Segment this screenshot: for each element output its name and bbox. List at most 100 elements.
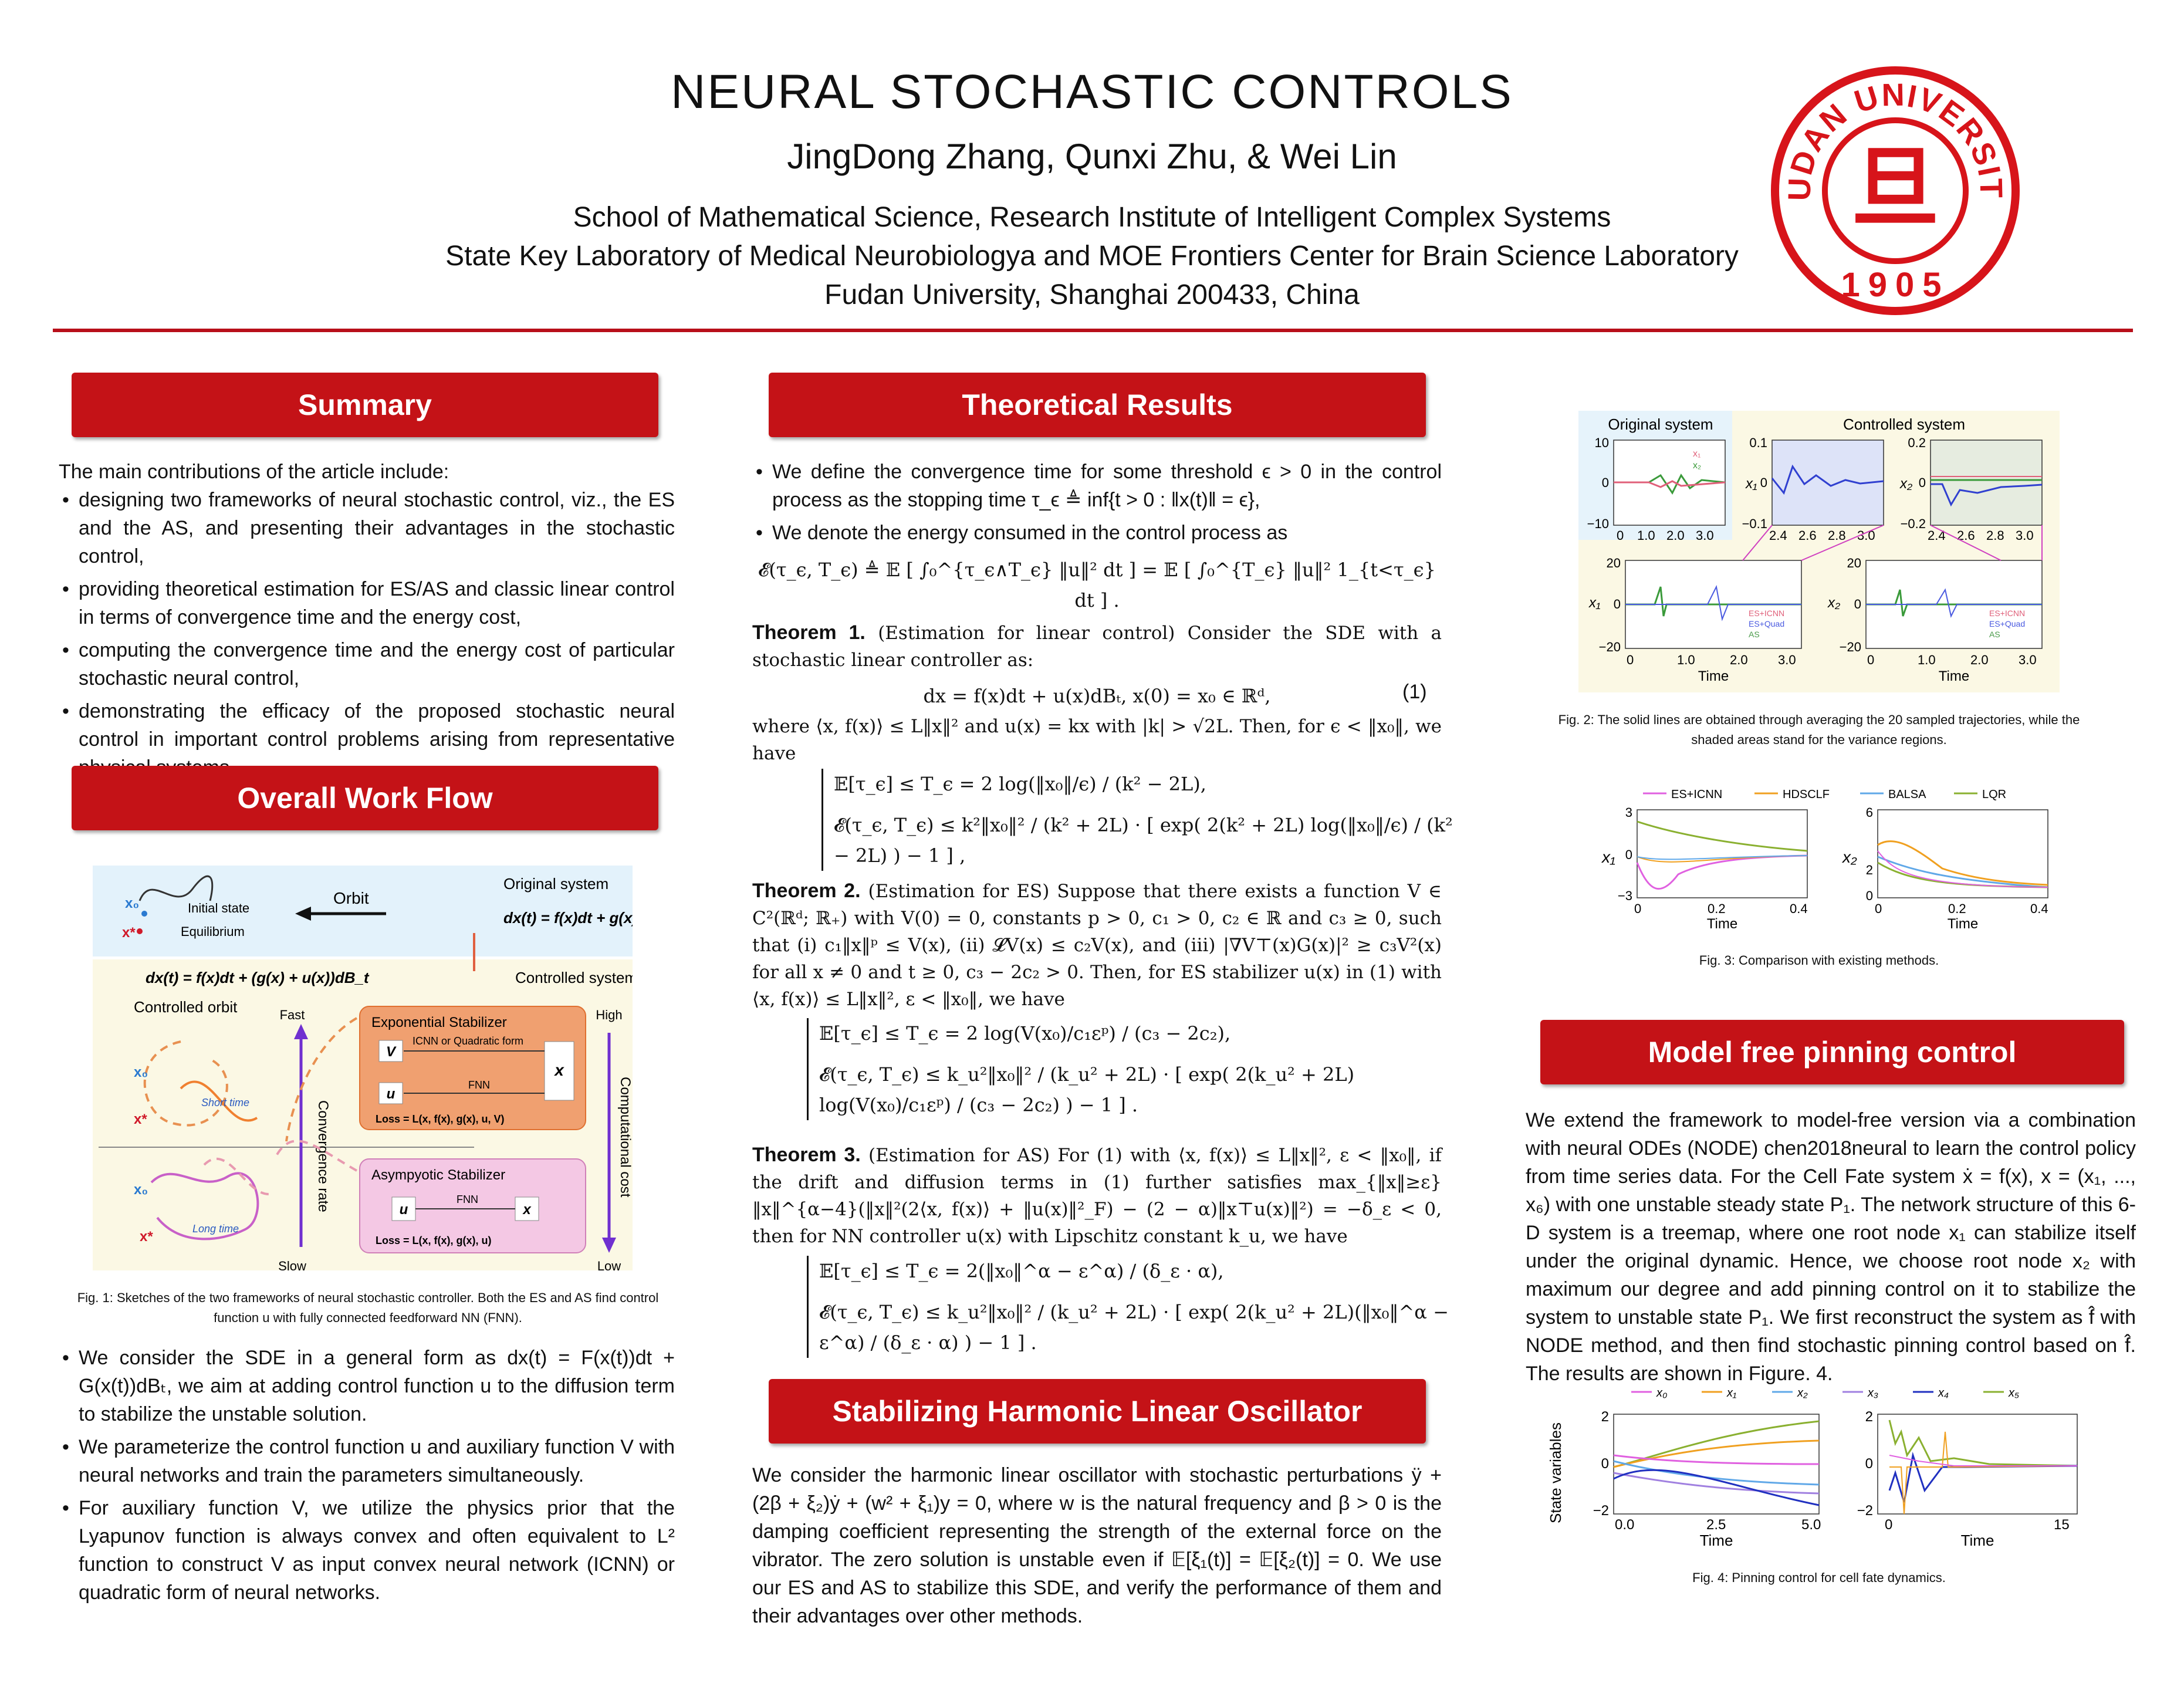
thm2-results: 𝔼[τ_ϵ] ≤ T_ϵ = 2 log(V(x₀)/c₁εᵖ) / (c₃ −… xyxy=(807,1018,1456,1120)
thm1-text: (Estimation for linear control) Consider… xyxy=(752,623,1442,671)
fig2-original-label: Original system xyxy=(1608,415,1713,433)
thm3-result-1: 𝔼[τ_ϵ] ≤ T_ϵ = 2(‖x₀‖^α − ε^α) / (δ_ε · … xyxy=(819,1260,1224,1282)
fig2-br-ytick: −20 xyxy=(1840,640,1861,654)
fig3-l-xtick: 0.2 xyxy=(1708,901,1726,916)
fig2-legend-x2: x₂ xyxy=(1693,461,1701,471)
fig1-computational-cost: Computational cost xyxy=(617,1077,633,1198)
thm3-result-2: 𝓔(τ_ϵ, T_ϵ) ≤ k_u²‖x₀‖² / (k_u² + 2L) · … xyxy=(819,1301,1449,1354)
fig3-l-xtick: 0.4 xyxy=(1790,901,1808,916)
thm2-result-2: 𝓔(τ_ϵ, T_ϵ) ≤ k_u²‖x₀‖² / (k_u² + 2L) · … xyxy=(819,1063,1355,1116)
fig2-tl-xtick: 2.0 xyxy=(1666,528,1685,543)
fig2-panel: Original system Controlled system 10 0 −… xyxy=(1578,411,2060,692)
fig1-xstar-as: x* xyxy=(140,1229,153,1245)
fig2-tm-ytick: 0 xyxy=(1760,475,1767,490)
fig1-low: Low xyxy=(597,1259,621,1270)
logo-glyph: 旦 xyxy=(1851,138,1939,237)
fig3-r-ytick: 2 xyxy=(1866,863,1873,877)
fig2-br-ytick: 20 xyxy=(1847,556,1861,570)
fig3-r-xtick: 0 xyxy=(1875,901,1882,916)
thm3-results: 𝔼[τ_ϵ] ≤ T_ϵ = 2(‖x₀‖^α − ε^α) / (δ_ε · … xyxy=(807,1256,1456,1358)
fig2-bl-ylabel: x₁ xyxy=(1588,595,1601,611)
affiliation-line-3: Fudan University, Shanghai 200433, China xyxy=(824,279,1360,310)
fig1-initial-state: Initial state xyxy=(188,901,249,915)
thm2-text: (Estimation for ES) Suppose that there e… xyxy=(752,881,1442,1010)
fig1-es-title: Exponential Stabilizer xyxy=(371,1015,507,1030)
fig2-br-legend: ES+ICNN xyxy=(1989,609,2025,618)
workflow-bullet: We parameterize the control function u a… xyxy=(59,1433,675,1489)
fig4-legend-2: x₂ xyxy=(1797,1387,1808,1400)
oscillator-text: We consider the harmonic linear oscillat… xyxy=(752,1464,1442,1627)
fig3-r-ytick: 0 xyxy=(1866,888,1873,903)
fig2-tl-ytick: 0 xyxy=(1602,475,1609,490)
thm1-condition: where ⟨x, f(x)⟩ ≤ L‖x‖² and u(x) = kx wi… xyxy=(752,716,1442,764)
fig1-fnn-es: FNN xyxy=(468,1079,490,1091)
workflow-diagram: Original system dx(t) = f(x)dt + g(x)dB_… xyxy=(93,866,672,1273)
fig1-fast: Fast xyxy=(280,1008,305,1022)
fig2-tr-ylabel: x₂ xyxy=(1899,476,1912,492)
fig1-eq-original: dx(t) = f(x)dt + g(x)dB_t xyxy=(503,909,633,927)
fig4-legend-0: x₀ xyxy=(1656,1387,1667,1400)
logo-year: 1905 xyxy=(1841,266,1949,304)
fig4-r-xtick: 0 xyxy=(1885,1517,1892,1533)
fig2-bl-ytick: −20 xyxy=(1599,640,1621,654)
fig2-br-ylabel: x₂ xyxy=(1827,595,1840,611)
theorem-3: Theorem 3. (Estimation for AS) For (1) w… xyxy=(752,1141,1442,1250)
fig1-xstar-es: x* xyxy=(134,1111,147,1127)
thm1-results: 𝔼[τ_ϵ] ≤ T_ϵ = 2 log(‖x₀‖/ϵ) / (k² − 2L)… xyxy=(821,769,1456,871)
fig1-x-node-as: x xyxy=(522,1202,532,1218)
theorem-2: Theorem 2. (Estimation for ES) Suppose t… xyxy=(752,877,1442,1013)
theory-bullet: We denote the energy consumed in the con… xyxy=(752,519,1442,547)
fig3-l-ytick: −3 xyxy=(1618,888,1632,903)
fig2-tr-xtick: 3.0 xyxy=(2016,528,2034,543)
fig2-bl-xtick: 0 xyxy=(1627,653,1634,667)
fig1-orbit-curve xyxy=(138,875,214,901)
summary-bullet: designing two frameworks of neural stoch… xyxy=(59,486,675,570)
pinning-heading: Model free pinning control xyxy=(1540,1020,2124,1084)
fig1-controlled-orbit: Controlled orbit xyxy=(134,998,238,1016)
fig4-l-xlabel: Time xyxy=(1700,1532,1733,1549)
fig1-long-time: Long time xyxy=(192,1223,239,1235)
summary-bullet: computing the convergence time and the e… xyxy=(59,636,675,692)
fig1-slow: Slow xyxy=(278,1259,306,1270)
fig3-l-ytick: 3 xyxy=(1625,805,1632,820)
fig3-legend-1: HDSCLF xyxy=(1783,788,1830,801)
fig2-tl-ytick: 10 xyxy=(1595,435,1609,450)
fig3-r-xtick: 0.2 xyxy=(1948,901,1966,916)
fig1-caption: Fig. 1: Sketches of the two frameworks o… xyxy=(77,1290,659,1325)
header-rule xyxy=(53,329,2133,332)
fig3-l-xtick: 0 xyxy=(1634,901,1641,916)
fig2-br-legend: ES+Quad xyxy=(1989,619,2025,628)
fig2-br-xtick: 2.0 xyxy=(1970,653,1989,667)
fig3-legend-3: LQR xyxy=(1982,788,2006,801)
theory-heading: Theoretical Results xyxy=(769,373,1426,437)
fig3-legend-0: ES+ICNN xyxy=(1671,788,1722,801)
thm1-result-2: 𝓔(τ_ϵ, T_ϵ) ≤ k²‖x₀‖² / (k² + 2L) · [ ex… xyxy=(834,814,1453,867)
fig2-tr-ytick: −0.2 xyxy=(1901,516,1926,531)
thm1-result-1: 𝔼[τ_ϵ] ≤ T_ϵ = 2 log(‖x₀‖/ϵ) / (k² − 2L)… xyxy=(834,773,1206,795)
fig4-l-ytick: −2 xyxy=(1593,1503,1609,1519)
poster-authors: JingDong Zhang, Qunxi Zhu, & Wei Lin xyxy=(787,137,1397,176)
fig2-tr-ytick: 0.2 xyxy=(1908,435,1926,450)
fig3-l-ylabel: x₁ xyxy=(1601,848,1615,866)
theory-bullet: We define the convergence time for some … xyxy=(752,458,1442,514)
fig4-caption: Fig. 4: Pinning control for cell fate dy… xyxy=(1692,1570,1946,1585)
fig1-eq-controlled: dx(t) = f(x)dt + (g(x) + u(x))dB_t xyxy=(146,969,370,986)
fig1-v-node: V xyxy=(386,1044,397,1060)
fig2-controlled-label: Controlled system xyxy=(1843,415,1965,433)
energy-equation: 𝓔(τ_ϵ, T_ϵ) ≜ 𝔼 [ ∫₀^{τ_ϵ∧T_ϵ} ‖u‖² dt ]… xyxy=(758,559,1436,611)
fig4-legend-1: x₁ xyxy=(1726,1387,1736,1400)
fig2-tm-xtick: 2.8 xyxy=(1828,528,1846,543)
thm2-result-1: 𝔼[τ_ϵ] ≤ T_ϵ = 2 log(V(x₀)/c₁εᵖ) / (c₃ −… xyxy=(819,1022,1231,1045)
fig1-es-loss: Loss = L(x, f(x), g(x), u, V) xyxy=(376,1113,505,1125)
fig3-r-xlabel: Time xyxy=(1948,916,1978,932)
fig2-bl-xlabel: Time xyxy=(1698,668,1729,684)
fig2-br-xtick: 3.0 xyxy=(2019,653,2037,667)
fig4-l-xtick: 2.5 xyxy=(1706,1517,1726,1533)
fig4-l-xtick: 0.0 xyxy=(1615,1517,1634,1533)
workflow-bullet: We consider the SDE in a general form as… xyxy=(59,1344,675,1428)
fig1-orbit-label: Orbit xyxy=(333,889,369,907)
fig2-tl-xtick: 0 xyxy=(1617,528,1624,543)
fig2-br-xtick: 0 xyxy=(1867,653,1874,667)
fig4-l-xtick: 5.0 xyxy=(1801,1517,1821,1533)
fig2-bl-xtick: 2.0 xyxy=(1730,653,1748,667)
